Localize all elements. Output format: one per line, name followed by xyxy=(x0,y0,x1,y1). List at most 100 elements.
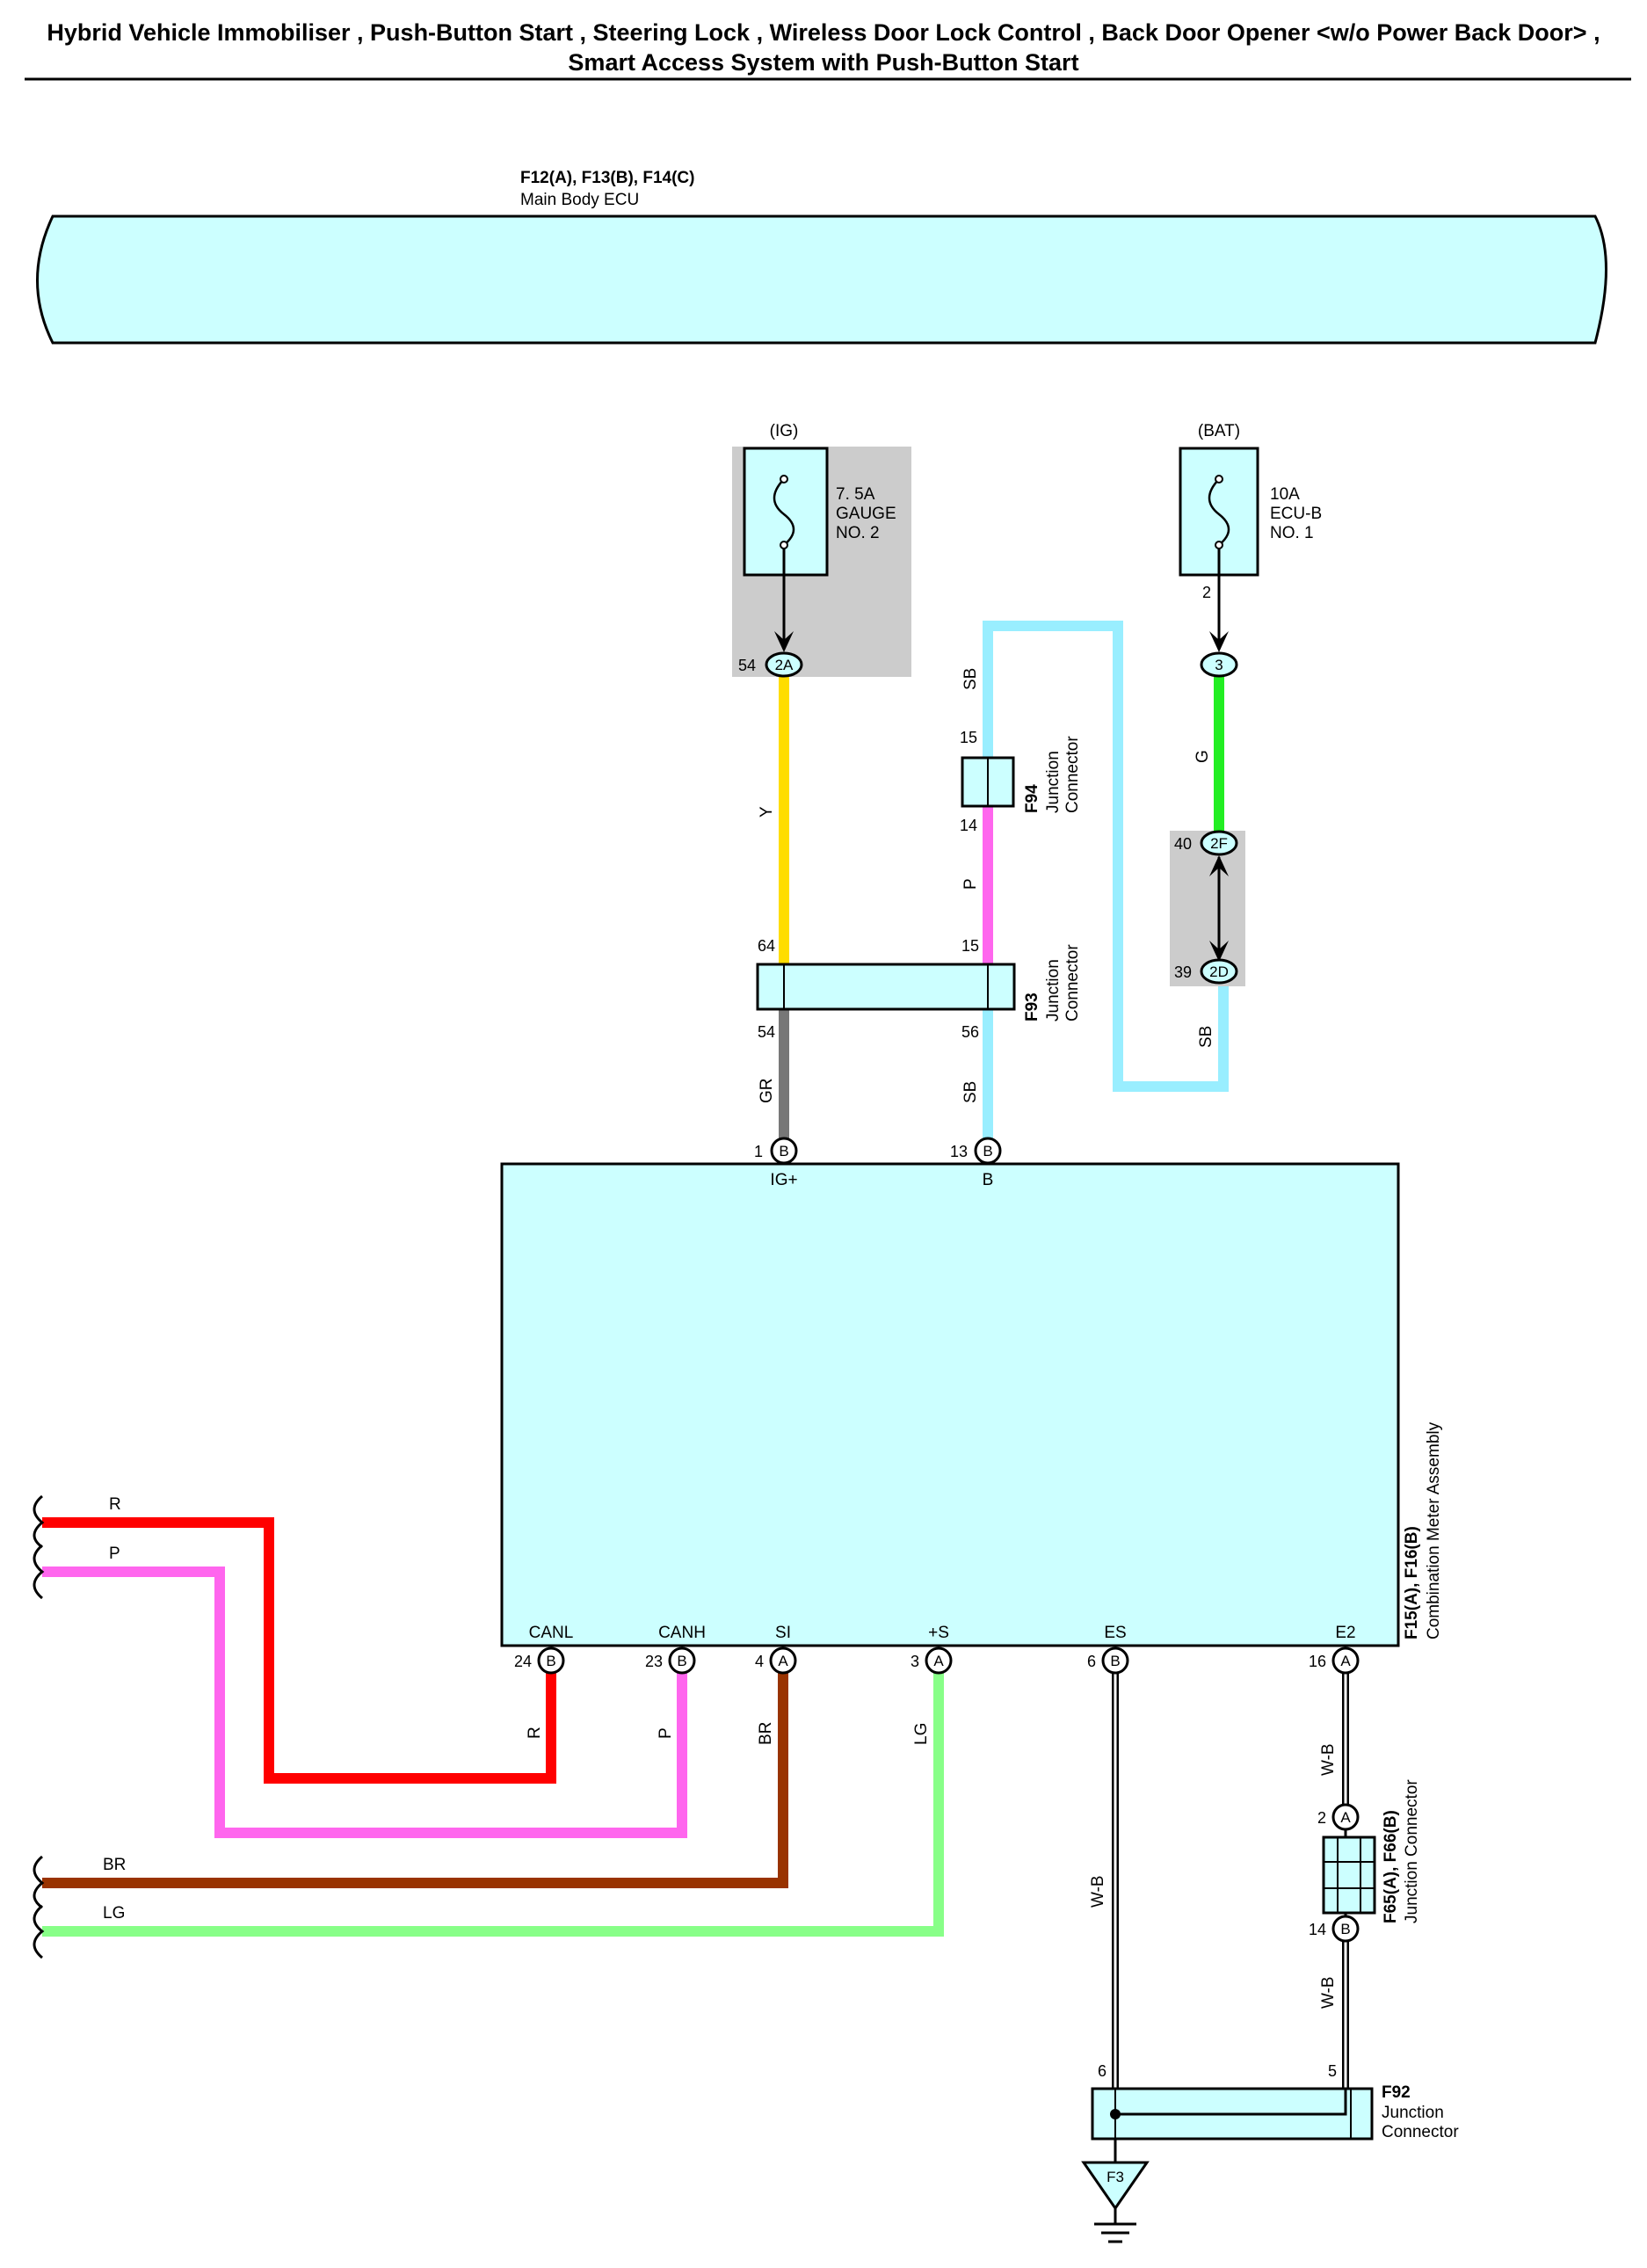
svg-text:CANL: CANL xyxy=(529,1624,574,1642)
svg-text:14: 14 xyxy=(1309,1921,1326,1938)
f93-pin-bl: 54 xyxy=(758,1023,775,1041)
wire-label-p-left: P xyxy=(109,1545,120,1563)
svg-text:E2: E2 xyxy=(1335,1624,1355,1642)
svg-text:CANH: CANH xyxy=(658,1624,706,1642)
f94-pin-top: 15 xyxy=(960,729,977,746)
meter-pin-ig: B 1 IG+ xyxy=(754,1137,798,1189)
svg-text:23: 23 xyxy=(645,1653,663,1670)
fuse-ig-supply: (IG) xyxy=(770,422,799,440)
svg-text:A: A xyxy=(1340,1809,1351,1826)
wire-label-sb-upper: SB xyxy=(961,668,980,690)
svg-text:A: A xyxy=(1340,1653,1351,1669)
f94-line1: Junction xyxy=(1044,751,1063,813)
wire-label-sb-mid: SB xyxy=(961,1081,980,1103)
svg-text:6: 6 xyxy=(1087,1653,1096,1670)
f92-pin-right: 5 xyxy=(1328,2062,1337,2080)
wire-r xyxy=(42,1517,556,1784)
wire-label-br-left: BR xyxy=(103,1856,126,1874)
meter-pin-b-label: B xyxy=(983,1171,994,1189)
svg-text:2: 2 xyxy=(1317,1809,1326,1827)
conn-2f xyxy=(1200,830,1238,856)
conn-2a-label: 2A xyxy=(775,657,794,673)
f93-line2: Connector xyxy=(1063,944,1082,1021)
f94-code: F94 xyxy=(1023,784,1041,813)
meter-pin-ig-label: IG+ xyxy=(770,1171,797,1189)
wire-label-r-left: R xyxy=(109,1495,121,1514)
combination-meter-block xyxy=(500,1162,1400,1647)
svg-text:+S: +S xyxy=(928,1624,949,1642)
f94-line2: Connector xyxy=(1063,736,1082,813)
wire-label-y: Y xyxy=(758,806,776,818)
wire-label-gr: GR xyxy=(758,1079,776,1104)
conn-2f-pin: 40 xyxy=(1174,835,1192,853)
main-body-ecu-name: Main Body ECU xyxy=(520,191,639,209)
conn-2d-label: 2D xyxy=(1209,963,1229,980)
f92-code: F92 xyxy=(1382,2083,1411,2102)
wire-label-lg-left: LG xyxy=(103,1904,125,1923)
joint-2f-2d-shade xyxy=(1170,831,1245,986)
wire-label-wb-es: W-B xyxy=(1089,1875,1107,1908)
wire-label-br-drop: BR xyxy=(757,1722,775,1745)
meter-pin-ig-num: 1 xyxy=(754,1143,763,1160)
ground-icon xyxy=(1094,2208,1136,2243)
conn-2d xyxy=(1200,958,1238,985)
ground-f3-label: F3 xyxy=(1106,2169,1124,2185)
f65-pin-bottom: B 14 xyxy=(1309,1915,1360,1943)
f92-pin-left: 6 xyxy=(1098,2062,1106,2080)
fuse-ig-element xyxy=(773,478,795,546)
joint-down-arrow-icon xyxy=(1209,941,1229,962)
wire-label-p-drop: P xyxy=(657,1727,675,1739)
meter-pin-canh: CANH B 23 xyxy=(645,1624,706,1675)
f92-splice-dot xyxy=(1110,2109,1121,2119)
f65-pin-top: A 2 xyxy=(1317,1803,1360,1831)
fuse-ig-rating: 7. 5A xyxy=(836,485,875,504)
wire-label-wb-e2: W-B xyxy=(1319,1743,1338,1776)
title-line-1: Hybrid Vehicle Immobiliser , Push-Button… xyxy=(47,19,1600,46)
meter-pin-es: ES B 6 xyxy=(1087,1624,1129,1675)
meter-pin-si: SI A 4 xyxy=(755,1624,797,1675)
svg-text:B: B xyxy=(546,1653,555,1669)
svg-text:B: B xyxy=(677,1653,686,1669)
meter-name: Combination Meter Assembly xyxy=(1425,1421,1443,1639)
wire-lg xyxy=(42,1666,944,1937)
wire-br xyxy=(42,1666,788,1888)
conn-2d-pin: 39 xyxy=(1174,963,1192,981)
svg-text:B: B xyxy=(1110,1653,1120,1669)
fuse-bat-pin: 2 xyxy=(1202,584,1211,601)
f65-connector xyxy=(1322,1835,1376,1915)
conn-2a xyxy=(765,651,803,678)
ground-f3-triangle xyxy=(1081,2161,1150,2211)
svg-text:B: B xyxy=(1340,1921,1350,1937)
f93-pin-tr: 15 xyxy=(961,937,979,955)
fuse-bat-supply: (BAT) xyxy=(1198,422,1240,440)
fuse-ig-arrow-icon xyxy=(774,631,794,652)
f93-connector xyxy=(756,963,1016,1011)
wire-label-r-drop: R xyxy=(526,1726,544,1739)
wire-label-sb-right: SB xyxy=(1197,1026,1215,1048)
break-marks xyxy=(33,1494,45,1959)
fuse-ig-box xyxy=(743,447,829,577)
main-body-ecu-block xyxy=(36,214,1607,345)
fuse-bat-arrow-icon xyxy=(1209,631,1229,652)
main-body-ecu-code: F12(A), F13(B), F14(C) xyxy=(520,169,694,187)
f94-pin-bottom: 14 xyxy=(960,817,977,834)
wire-label-g: G xyxy=(1194,750,1212,763)
fuse-ig-name-1: GAUGE xyxy=(836,505,896,523)
joint-up-arrow-icon xyxy=(1209,855,1229,876)
svg-text:3: 3 xyxy=(911,1653,919,1670)
f65-code: F65(A), F66(B) xyxy=(1382,1810,1400,1923)
svg-text:ES: ES xyxy=(1104,1624,1126,1642)
meter-pin-canl: CANL B 24 xyxy=(514,1624,574,1675)
svg-text:B: B xyxy=(983,1143,992,1159)
f92-line2: Connector xyxy=(1382,2123,1459,2141)
f92-internal-bus xyxy=(1115,2089,1347,2116)
wire-p xyxy=(42,1567,687,1838)
meter-pin-e2: E2 A 16 xyxy=(1309,1624,1360,1675)
meter-pin-b-num: 13 xyxy=(950,1143,968,1160)
conn-3 xyxy=(1200,651,1238,678)
fuse-ig-name-2: NO. 2 xyxy=(836,524,880,542)
conn-2a-pin: 54 xyxy=(738,657,756,674)
title-line-2: Smart Access System with Push-Button Sta… xyxy=(568,49,1078,76)
svg-text:A: A xyxy=(933,1653,944,1669)
wire-label-wb-f65: W-B xyxy=(1319,1976,1338,2009)
